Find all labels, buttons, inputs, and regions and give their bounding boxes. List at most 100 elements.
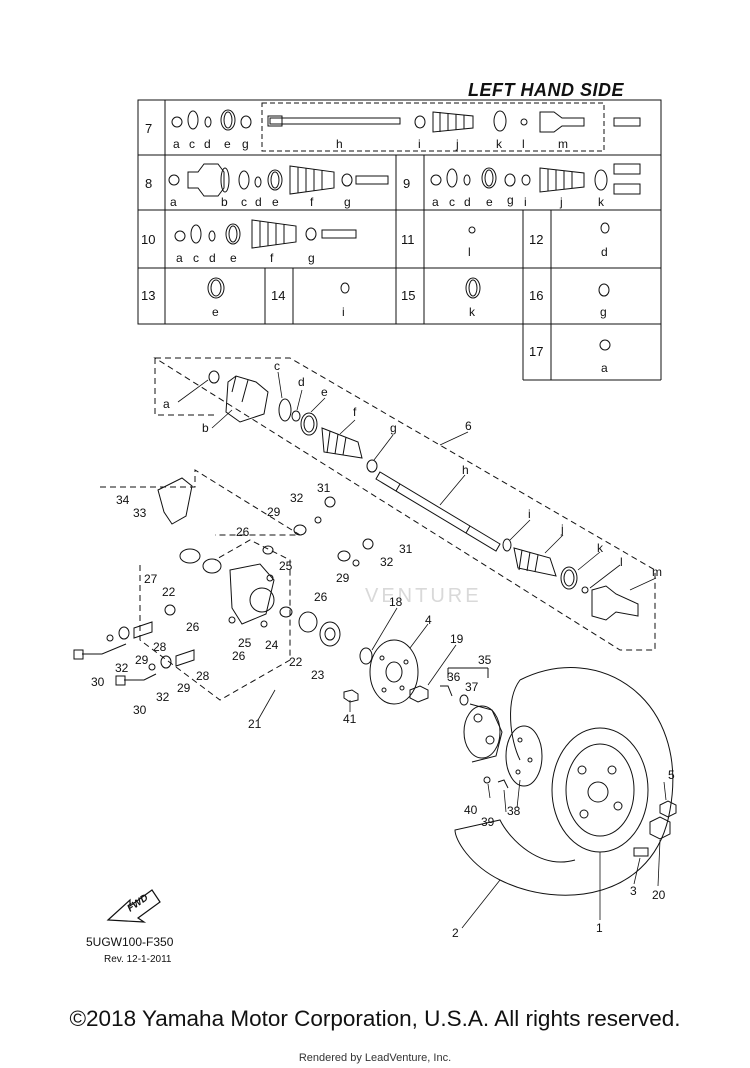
row-number: 17 xyxy=(529,344,543,359)
part-letter: i xyxy=(528,507,531,521)
part-letter: e xyxy=(212,305,219,319)
callout-number: 18 xyxy=(389,595,403,609)
part-letter: f xyxy=(270,251,274,265)
callout-numbers: 1 2 3 4 5 6 18 19 20 21 22 22 23 24 25 2… xyxy=(91,419,675,940)
callout-number: 5 xyxy=(668,768,675,782)
part-letter: l xyxy=(468,245,471,259)
callout-number: 6 xyxy=(465,419,472,433)
callout-number: 30 xyxy=(133,703,147,717)
callout-number: 29 xyxy=(267,505,281,519)
callout-number: 36 xyxy=(447,670,461,684)
row-number: 13 xyxy=(141,288,155,303)
part-letter: k xyxy=(597,541,604,555)
part-letter: d xyxy=(204,137,211,151)
callout-number: 33 xyxy=(133,506,147,520)
part-letter: c xyxy=(193,251,199,265)
part-letter: a xyxy=(432,195,439,209)
table-row-numbers: 7 8 9 10 11 12 13 14 15 16 17 xyxy=(141,121,543,359)
wheel-assembly xyxy=(343,639,677,896)
rendered-by-credit: Rendered by LeadVenture, Inc. xyxy=(298,1052,452,1064)
callout-number: 22 xyxy=(162,585,176,599)
callout-number: 32 xyxy=(115,661,129,675)
callout-number: 40 xyxy=(464,803,478,817)
callout-number: 37 xyxy=(465,680,479,694)
part-letter: g xyxy=(344,195,351,209)
fwd-arrow-icon: FWD xyxy=(106,889,161,923)
part-letter: e xyxy=(224,137,231,151)
row-8-letters: a b c d e f g xyxy=(170,195,351,209)
part-letter: k xyxy=(598,195,605,209)
watermark: VENTURE xyxy=(365,585,482,607)
callout-number: 21 xyxy=(248,717,262,731)
kit-table xyxy=(137,99,662,381)
part-letter: a xyxy=(176,251,183,265)
knuckle-assembly xyxy=(73,469,374,701)
part-letter: d xyxy=(209,251,216,265)
row-number: 12 xyxy=(529,232,543,247)
part-letter: g xyxy=(242,137,249,151)
callout-number: 4 xyxy=(425,613,432,627)
part-letter: h xyxy=(336,137,343,151)
copyright-notice: ©2018 Yamaha Motor Corporation, U.S.A. A… xyxy=(69,1006,681,1031)
part-letter: d xyxy=(255,195,262,209)
part-letter: g xyxy=(390,421,397,435)
row-10-letters: a c d e f g xyxy=(176,251,315,265)
part-letter: b xyxy=(202,421,209,435)
part-letter: b xyxy=(221,195,228,209)
callout-number: 31 xyxy=(317,481,331,495)
part-letter: g xyxy=(308,251,315,265)
part-letter: a xyxy=(170,195,177,209)
callout-number: 30 xyxy=(91,675,105,689)
row-number: 16 xyxy=(529,288,543,303)
callout-number: 25 xyxy=(279,559,293,573)
callout-number: 27 xyxy=(144,572,158,586)
part-letter: e xyxy=(272,195,279,209)
callout-number: 39 xyxy=(481,815,495,829)
callout-number: 19 xyxy=(450,632,464,646)
callout-number: 31 xyxy=(399,542,413,556)
part-letter: k xyxy=(469,305,476,319)
callout-number: 32 xyxy=(156,690,170,704)
part-letter: g xyxy=(507,193,514,207)
part-letter: a xyxy=(173,137,180,151)
callout-number: 22 xyxy=(289,655,303,669)
callout-number: 32 xyxy=(380,555,394,569)
callout-number: 26 xyxy=(186,620,200,634)
row-7-letters: a c d e g h i j k l m xyxy=(173,137,568,151)
part-letter: e xyxy=(230,251,237,265)
single-item-letters: l d e i k g a xyxy=(212,245,608,375)
part-letter: e xyxy=(321,385,328,399)
part-letter: m xyxy=(558,137,568,151)
part-letter: d xyxy=(298,375,305,389)
part-letter: l xyxy=(522,137,525,151)
row-9-letters: a c d e g i j k xyxy=(432,193,605,209)
part-letter: j xyxy=(455,137,459,151)
callout-number: 25 xyxy=(238,636,252,650)
row-number: 10 xyxy=(141,232,155,247)
diagram-title: LEFT HAND SIDE xyxy=(468,80,624,100)
part-letter: k xyxy=(496,137,503,151)
part-letter: j xyxy=(559,195,563,209)
part-letter: c xyxy=(241,195,247,209)
callout-number: 23 xyxy=(311,668,325,682)
row-number: 15 xyxy=(401,288,415,303)
callout-number: 24 xyxy=(265,638,279,652)
part-letter: i xyxy=(342,305,345,319)
part-letter: j xyxy=(560,522,564,536)
row-8-parts xyxy=(168,163,389,197)
callout-number: 2 xyxy=(452,926,459,940)
part-letter: i xyxy=(524,195,527,209)
exploded-letters: a b c d e f g h i j k l m xyxy=(163,359,662,579)
part-letter: g xyxy=(600,305,607,319)
part-letter: e xyxy=(486,195,493,209)
row-number: 8 xyxy=(145,176,152,191)
drawing-code: 5UGW100-F350 xyxy=(86,935,174,949)
callout-number: 29 xyxy=(135,653,149,667)
row-number: 14 xyxy=(271,288,285,303)
callout-number: 29 xyxy=(177,681,191,695)
row-number: 9 xyxy=(403,176,410,191)
part-letter: l xyxy=(620,555,623,569)
callout-number: 26 xyxy=(314,590,328,604)
part-letter: c xyxy=(449,195,455,209)
